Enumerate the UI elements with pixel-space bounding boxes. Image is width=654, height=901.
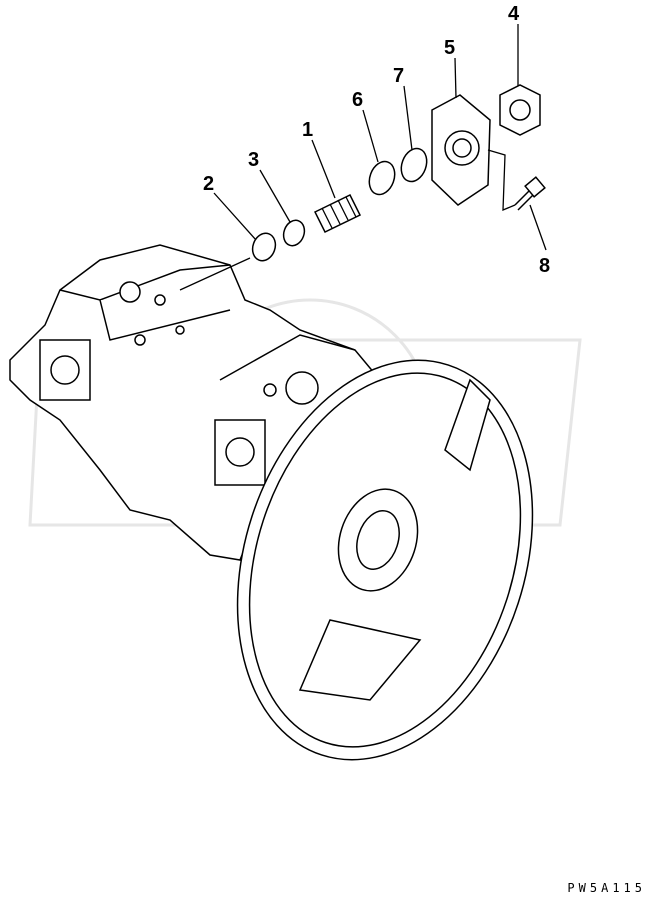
flywheel-housing [236, 359, 534, 761]
o-ring-3 [282, 219, 306, 247]
spring-1 [313, 194, 362, 233]
callout-1: 1 [302, 119, 313, 141]
callout-7: 7 [393, 65, 404, 87]
leader-lines [179, 24, 547, 291]
bolt-8 [514, 176, 546, 211]
o-ring-2 [251, 232, 277, 262]
callout-5: 5 [444, 37, 455, 59]
callout-8: 8 [539, 255, 550, 277]
callout-4: 4 [508, 3, 520, 25]
drawing-code: PW5A115 [567, 881, 646, 895]
o-ring-7 [400, 147, 428, 183]
flange-5 [431, 94, 491, 206]
o-ring-6 [368, 160, 396, 196]
callout-2: 2 [203, 173, 214, 195]
callout-3: 3 [248, 149, 259, 171]
callout-6: 6 [352, 89, 363, 111]
nut-4 [499, 84, 541, 136]
